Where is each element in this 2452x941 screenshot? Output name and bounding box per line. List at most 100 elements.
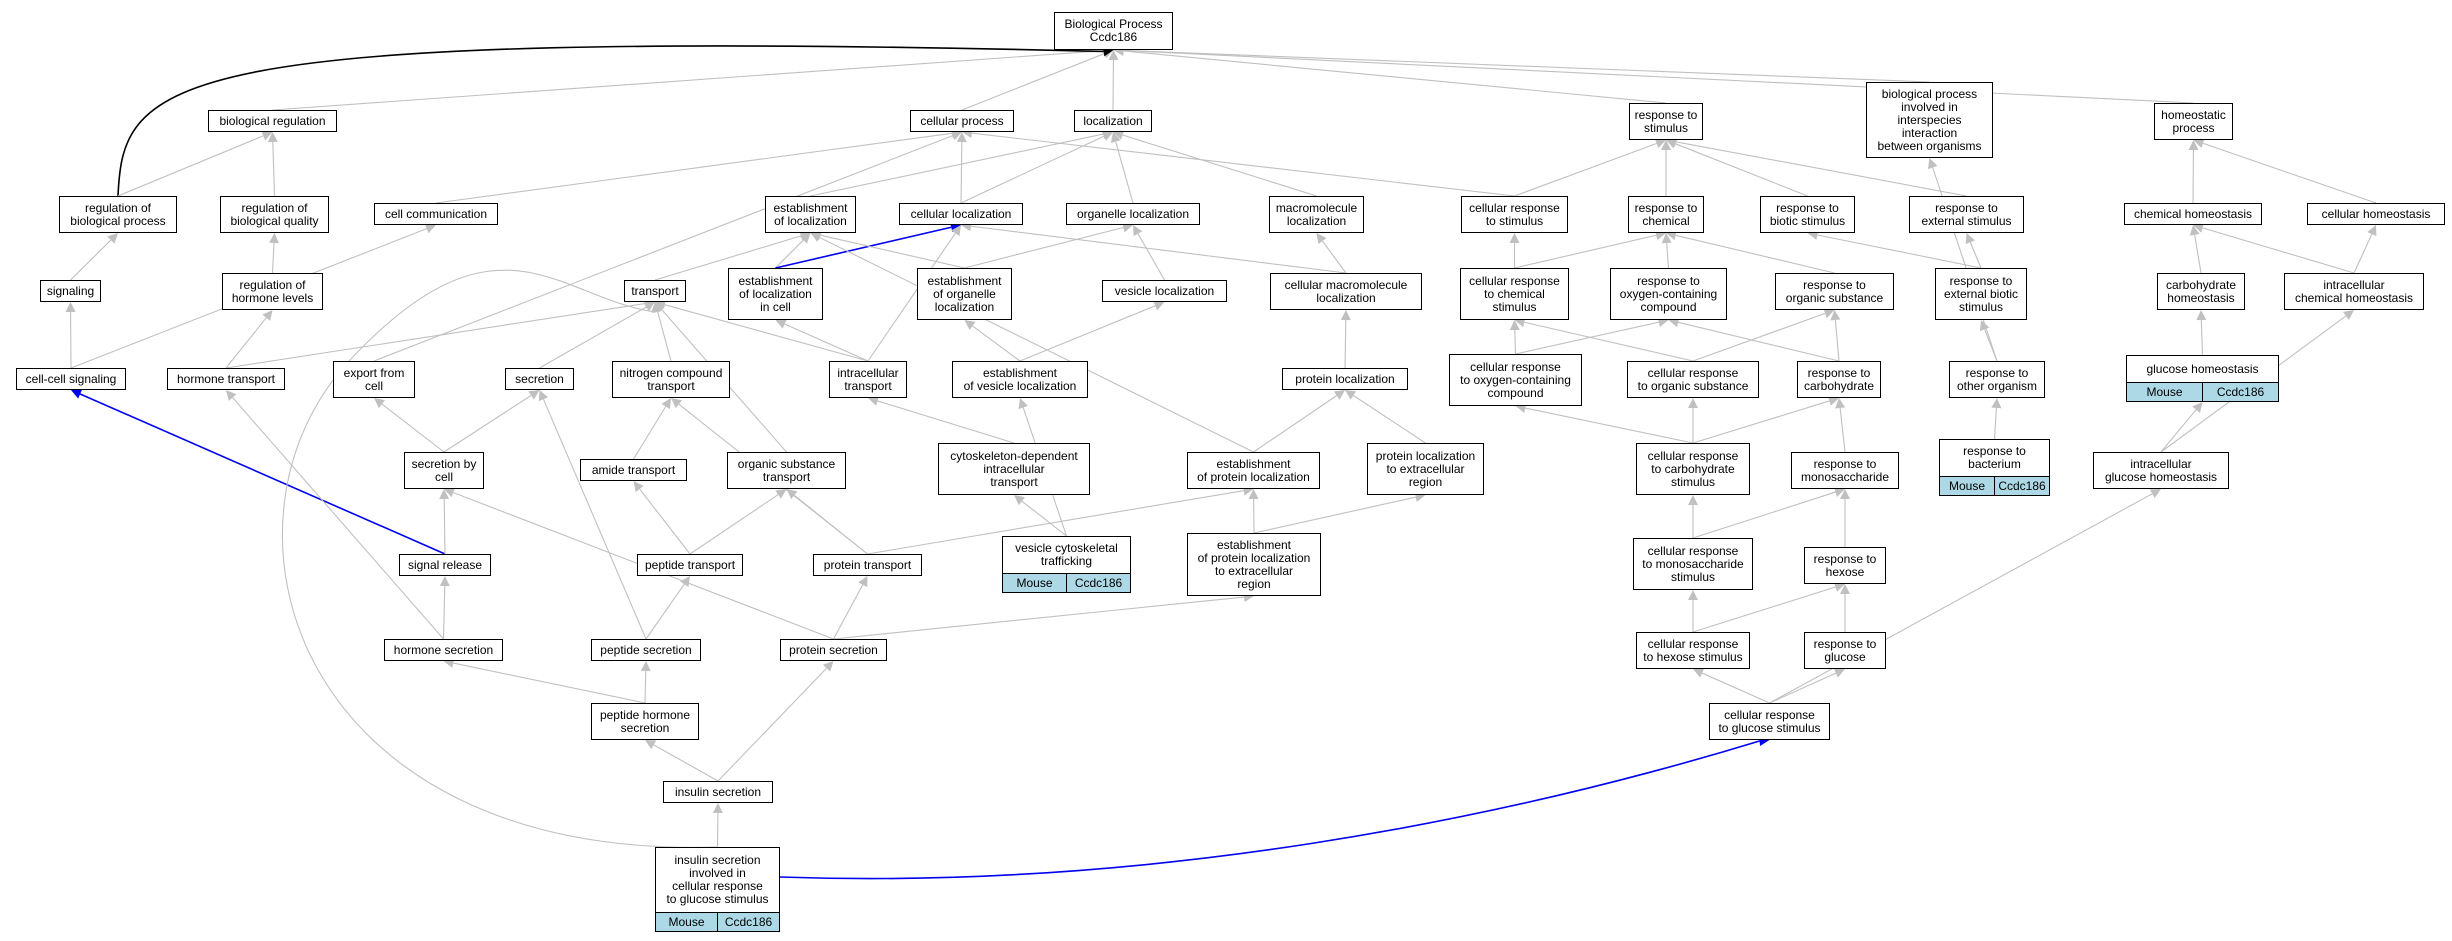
go-node-transport[interactable]: transport <box>624 280 686 302</box>
go-node-secbycell[interactable]: secretion by cell <box>404 452 484 489</box>
go-node-estprotloc[interactable]: establishment of protein localization <box>1187 452 1320 489</box>
edge-arrowhead <box>661 398 671 410</box>
go-node-respstim[interactable]: response to stimulus <box>1629 103 1703 140</box>
go-node-pephormsec[interactable]: peptide hormone secretion <box>591 703 699 740</box>
edge-arrowhead <box>951 225 961 237</box>
go-node-estorgloc[interactable]: establishment of organelle localization <box>917 268 1012 320</box>
go-node-homeo[interactable]: homeostatic process <box>2154 103 2233 140</box>
edge-arrowhead <box>775 489 787 499</box>
go-node-cellrespglu[interactable]: cellular response to glucose stimulus <box>1709 703 1830 740</box>
go-node-peptrans[interactable]: peptide transport <box>637 554 743 576</box>
go-node-prottrans[interactable]: protein transport <box>813 554 922 576</box>
go-node-inssec[interactable]: insulin secretion <box>663 781 773 803</box>
edge-arrowhead <box>671 398 682 409</box>
go-node-estprotlocext[interactable]: establishment of protein localization to… <box>1187 533 1321 596</box>
go-node-cellcomm[interactable]: cell communication <box>374 203 498 225</box>
edge-arrowhead <box>538 390 549 402</box>
edge-arrowhead <box>712 803 723 814</box>
go-node-bpinter[interactable]: biological process involved in interspec… <box>1866 82 1993 158</box>
go-node-protlocext[interactable]: protein localization to extracellular re… <box>1367 443 1484 495</box>
edge-arrowhead <box>1133 225 1143 237</box>
go-node-respother[interactable]: response to other organism <box>1949 361 2045 398</box>
go-node-carbhomeo[interactable]: carbohydrate homeostasis <box>2157 273 2245 310</box>
go-node-respglu[interactable]: response to glucose <box>1804 632 1886 669</box>
go-node-cellrespoxy[interactable]: cellular response to oxygen-containing c… <box>1449 354 1582 406</box>
go-node-cellcellsig[interactable]: cell-cell signaling <box>16 368 126 390</box>
go-node-orgsubtrans[interactable]: organic substance transport <box>727 452 846 489</box>
go-node-estlocincell[interactable]: establishment of localization in cell <box>728 268 823 320</box>
go-node-hormsec[interactable]: hormone secretion <box>384 639 503 661</box>
edge-arrowhead <box>2188 140 2199 151</box>
node-label: secretion by cell <box>411 456 477 484</box>
node-label: cellular response to glucose stimulus <box>1718 707 1821 735</box>
edge-cellmacroloc-to-macroloc <box>1321 240 1347 274</box>
go-node-amide[interactable]: amide transport <box>580 459 687 481</box>
go-node-cellrespmono[interactable]: cellular response to monosaccharide stim… <box>1633 538 1753 590</box>
node-label: response to stimulus <box>1634 107 1698 135</box>
go-node-protsec[interactable]: protein secretion <box>780 639 887 661</box>
go-node-resporg[interactable]: response to organic substance <box>1775 273 1894 310</box>
node-label: insulin secretion involved in cellular r… <box>666 853 769 906</box>
go-node-intratrans[interactable]: intracellular transport <box>829 361 907 398</box>
go-node-sigrelease[interactable]: signal release <box>399 554 491 576</box>
node-label: cellular process <box>920 113 1004 128</box>
go-node-vesloc[interactable]: vesicle localization <box>1102 280 1227 302</box>
go-node-cellmacroloc[interactable]: cellular macromolecule localization <box>1270 273 1422 310</box>
go-node-secretion[interactable]: secretion <box>505 368 574 390</box>
go-node-respoxy[interactable]: response to oxygen-containing compound <box>1610 268 1727 320</box>
edge-intratrans-to-estlocincell <box>784 323 869 362</box>
edge-arrowhead <box>1830 310 1841 321</box>
go-node-respext[interactable]: response to external stimulus <box>1909 196 2024 233</box>
node-label: localization <box>1083 113 1143 128</box>
edge-arrowhead <box>2367 225 2377 237</box>
go-node-respcarb[interactable]: response to carbohydrate <box>1797 361 1881 398</box>
go-node-macroloc[interactable]: macromolecule localization <box>1269 196 1364 233</box>
edge-protsec-to-estprotlocext <box>833 596 1245 640</box>
go-node-intraglucose[interactable]: intracellular glucose homeostasis <box>2093 452 2229 489</box>
go-node-cellrespcarb[interactable]: cellular response to carbohydrate stimul… <box>1636 443 1750 495</box>
go-node-cellproc[interactable]: cellular process <box>910 110 1014 132</box>
go-node-hormtrans[interactable]: hormone transport <box>167 368 285 390</box>
go-node-nitrogen[interactable]: nitrogen compound transport <box>612 361 730 398</box>
go-node-cellloc[interactable]: cellular localization <box>899 203 1023 225</box>
go-node-cellresphex[interactable]: cellular response to hexose stimulus <box>1636 632 1750 669</box>
edge-secbycell-to-exportcell <box>381 403 445 453</box>
go-node-estloc[interactable]: establishment of localization <box>765 196 856 233</box>
go-node-respmono[interactable]: response to monosaccharide <box>1791 452 1899 489</box>
go-node-inssecglu[interactable]: insulin secretion involved in cellular r… <box>655 847 780 932</box>
edge-estlocincell-to-estloc <box>775 239 804 269</box>
go-node-orgloc[interactable]: organelle localization <box>1066 203 1200 225</box>
go-node-signaling[interactable]: signaling <box>40 280 101 302</box>
node-label: hormone secretion <box>393 642 494 657</box>
go-node-chemhomeo[interactable]: chemical homeostasis <box>2124 203 2262 225</box>
go-node-bp[interactable]: Biological Process Ccdc186 <box>1054 12 1173 50</box>
go-node-loc[interactable]: localization <box>1074 110 1152 132</box>
go-node-resphex[interactable]: response to hexose <box>1804 547 1886 584</box>
go-node-intrachem[interactable]: intracellular chemical homeostasis <box>2284 273 2424 310</box>
edge-arrowhead <box>1827 396 1839 406</box>
go-node-estvesloc[interactable]: establishment of vesicle localization <box>952 361 1088 398</box>
go-node-cellrespstim[interactable]: cellular response to stimulus <box>1461 196 1568 233</box>
go-node-respchem[interactable]: response to chemical <box>1628 196 1704 233</box>
node-label: homeostatic process <box>2161 107 2226 135</box>
go-node-cellhomeo[interactable]: cellular homeostasis <box>2307 203 2445 225</box>
go-node-protloc[interactable]: protein localization <box>1282 368 1408 390</box>
edge-estvesloc-to-estorgloc <box>972 325 1021 362</box>
go-node-respextbiotic[interactable]: response to external biotic stimulus <box>1935 268 2027 320</box>
go-node-exportcell[interactable]: export from cell <box>333 361 415 398</box>
edge-intratrans-to-transport <box>664 304 869 362</box>
go-node-regbq[interactable]: regulation of biological quality <box>220 196 329 233</box>
edge-arrowhead <box>2189 225 2200 236</box>
go-node-cellresporg[interactable]: cellular response to organic substance <box>1627 361 1759 398</box>
go-node-respbiotic[interactable]: response to biotic stimulus <box>1760 196 1855 233</box>
edge-cellrespmono-to-respmono <box>1692 491 1836 539</box>
go-node-bioreg[interactable]: biological regulation <box>208 110 337 132</box>
go-node-regbp[interactable]: regulation of biological process <box>59 196 177 233</box>
go-node-pepsec[interactable]: peptide secretion <box>591 639 701 661</box>
go-node-cytotrans[interactable]: cytoskeleton-dependent intracellular tra… <box>938 443 1090 495</box>
go-node-cellrespchem[interactable]: cellular response to chemical stimulus <box>1460 268 1569 320</box>
go-node-reghorm[interactable]: regulation of hormone levels <box>222 273 323 310</box>
